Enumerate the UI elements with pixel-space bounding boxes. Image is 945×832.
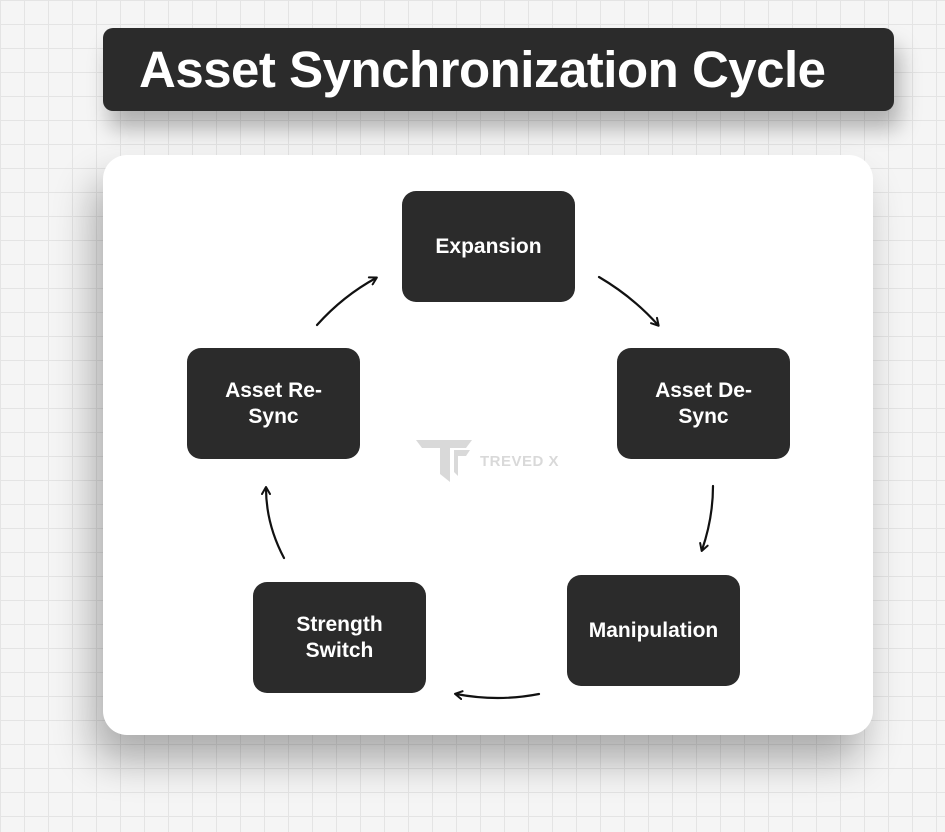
node-asset-desync: Asset De-Sync — [617, 348, 790, 459]
node-expansion: Expansion — [402, 191, 575, 302]
node-label: Manipulation — [588, 618, 719, 642]
node-manipulation: Manipulation — [567, 575, 740, 686]
page-title: Asset Synchronization Cycle — [139, 41, 826, 98]
node-label: Expansion — [435, 234, 542, 258]
node-label: Asset De-Sync — [655, 378, 752, 428]
node-strength-switch: Strength Switch — [253, 582, 426, 693]
node-label: Strength Switch — [296, 612, 383, 662]
watermark-logo: TREVED X — [414, 436, 559, 486]
node-label: Asset Re-Sync — [225, 378, 322, 428]
node-asset-resync: Asset Re-Sync — [187, 348, 360, 459]
title-banner: Asset Synchronization Cycle — [103, 28, 894, 111]
watermark-text: TREVED X — [480, 452, 560, 470]
treved-logo-icon — [416, 440, 472, 482]
